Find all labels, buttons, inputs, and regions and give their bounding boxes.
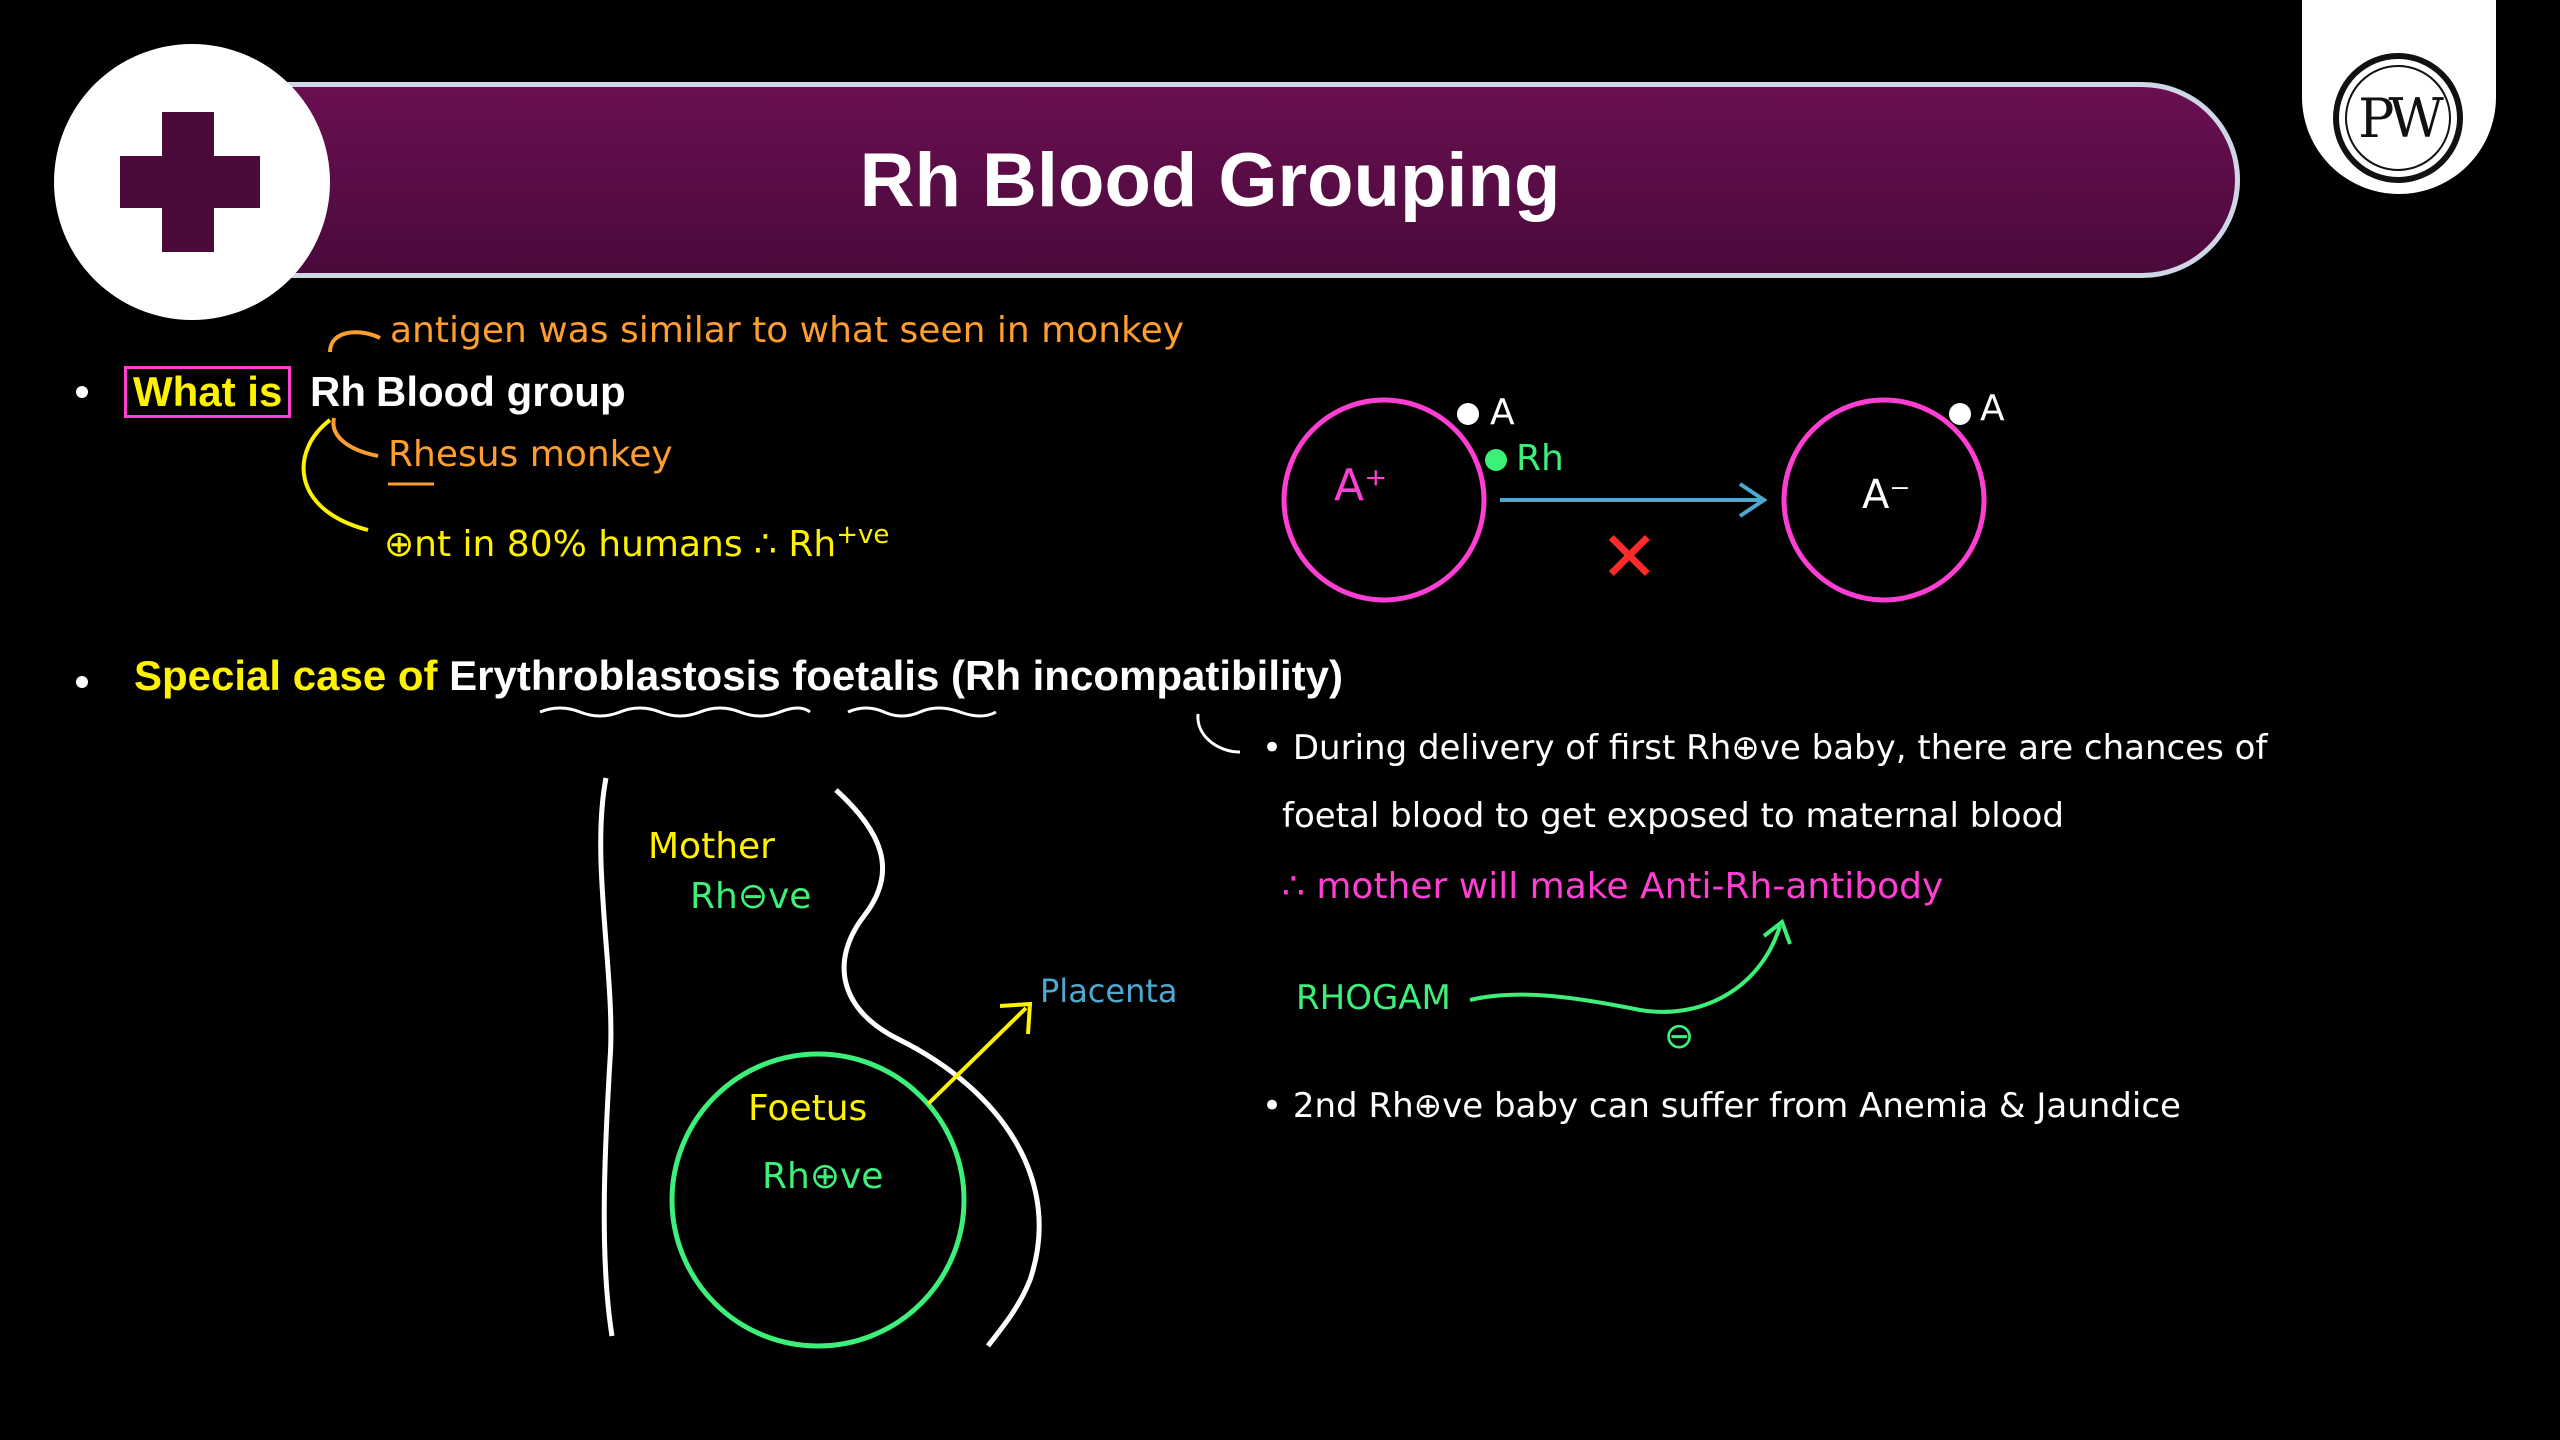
antigen-a-dot [1457, 403, 1479, 425]
cross-icon-bar [120, 156, 260, 208]
note-line-4-text: 2nd Rh⊕ve baby can suffer from Anemia & … [1292, 1086, 2181, 1126]
note-line-1-text: During delivery of first Rh⊕ve baby, the… [1292, 728, 2268, 768]
mother-rh-label: Rh⊖ve [690, 876, 812, 917]
note-antigen: antigen was similar to what seen in monk… [390, 310, 1185, 351]
note-line-1: • During delivery of first Rh⊕ve baby, t… [1262, 728, 2268, 768]
cell-a-negative [1781, 397, 1987, 603]
rh-term: Rh [310, 368, 366, 415]
term-erythroblastosis: Erythroblastosis [449, 652, 781, 699]
logo-inner-ring [2345, 65, 2451, 171]
antigen-a-label-right: A [1980, 388, 2005, 429]
note-present-text: ⊕nt in 80% humans ∴ Rh [384, 524, 837, 565]
arrow-notes [1196, 713, 1241, 754]
title-banner [180, 82, 2240, 278]
wavy-underline-erythroblastosis [539, 706, 811, 718]
highlight-what-is: What is [124, 366, 292, 418]
mother-body-outline-right [834, 788, 1042, 1348]
antigen-rh-label: Rh [1516, 438, 1564, 479]
blood-group-label: Blood group [376, 368, 626, 415]
rhogam-arrow-head [1762, 918, 1792, 945]
foetus-circle [669, 1051, 967, 1349]
logo-ring [2333, 53, 2463, 183]
bullet-dot-2 [76, 676, 88, 688]
pw-logo: PW [2358, 86, 2444, 150]
cell-a-negative-label: A⁻ [1862, 472, 1911, 518]
wavy-underline-foetalis [847, 706, 997, 718]
note-line-4: • 2nd Rh⊕ve baby can suffer from Anemia … [1262, 1086, 2181, 1126]
page-title: Rh Blood Grouping [859, 137, 1561, 223]
arrow-antigen [328, 330, 381, 353]
arrow-present [301, 418, 369, 532]
placenta-arrow-head [999, 1001, 1033, 1035]
foetus-label: Foetus [748, 1088, 868, 1129]
rhogam-arrow [1469, 925, 1782, 1014]
rhogam-label: RHOGAM [1296, 978, 1451, 1018]
antigen-rh-dot [1485, 449, 1507, 471]
cross-mark: ✕ [1600, 516, 1659, 598]
special-case-prefix: Special case of [134, 652, 438, 699]
bullet-dot [76, 386, 88, 398]
antigen-a-label: A [1490, 392, 1515, 433]
rhogam-negative-sign: ⊖ [1664, 1016, 1695, 1057]
antigen-a-dot-right [1949, 403, 1971, 425]
cell-a-positive-label: A⁺ [1334, 460, 1388, 511]
transfer-arrow-head [1738, 482, 1768, 518]
placenta-arrow [926, 1006, 1028, 1106]
cell-a-positive [1281, 397, 1487, 603]
note-present-sup: +ve [836, 520, 890, 550]
note-line-2: foetal blood to get exposed to maternal … [1282, 796, 2064, 836]
note-present-in-humans: ⊕nt in 80% humans ∴ Rh+ve [384, 520, 889, 565]
note-rhesus-monkey: Rhesus monkey [388, 434, 673, 475]
special-case-heading: Special case of Erythroblastosis foetali… [134, 652, 1343, 700]
pw-logo-tab [2302, 0, 2496, 194]
mother-body-outline-left [598, 777, 615, 1337]
mother-label: Mother [648, 826, 775, 867]
placenta-label: Placenta [1040, 972, 1178, 1010]
arrow-rhesus [331, 417, 379, 458]
note-line-3: ∴ mother will make Anti-Rh-antibody [1282, 866, 1944, 907]
rh-incompatibility: (Rh incompatibility) [951, 652, 1343, 699]
foetus-rh-label: Rh⊕ve [762, 1156, 884, 1197]
term-foetalis: foetalis [792, 652, 940, 699]
